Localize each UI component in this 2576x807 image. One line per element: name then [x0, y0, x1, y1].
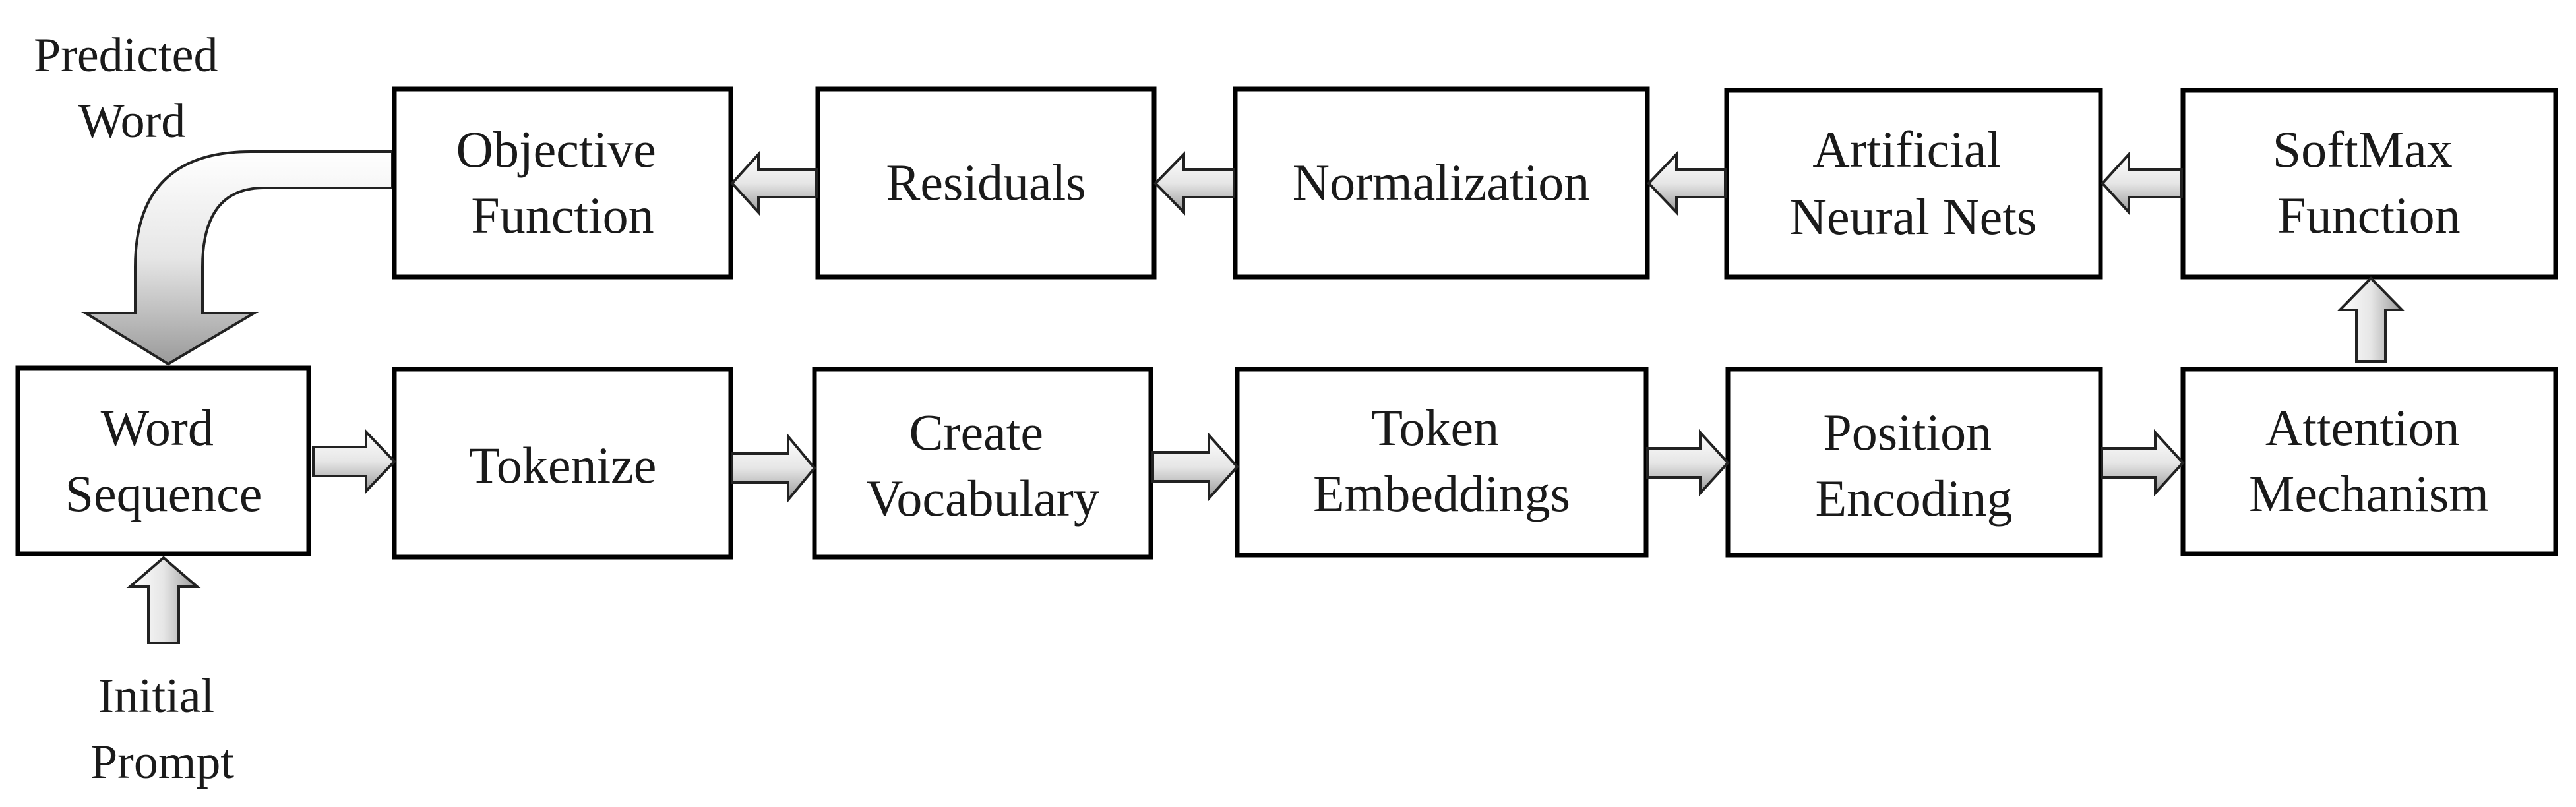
- svg-text:SoftMax Function: SoftMax Function: [2273, 121, 2466, 244]
- box-softmax-function: SoftMax Function: [2180, 88, 2558, 280]
- svg-text:Attention Mechanism: Attention Mechanism: [2249, 399, 2489, 522]
- arrow-softmax-to-artificial-neural-nets: [2101, 150, 2183, 216]
- predicted-word-line2: Word: [78, 94, 186, 148]
- box-artificial-neural-nets: Artificial Neural Nets: [1724, 88, 2103, 280]
- box-create-vocabulary-line2: Vocabulary: [866, 469, 1099, 527]
- box-attention-mechanism-line1: Attention: [2265, 399, 2460, 456]
- box-artificial-neural-nets-line2: Neural Nets: [1790, 188, 2037, 245]
- svg-text:Tokenize: Tokenize: [469, 436, 657, 494]
- box-objective-function: Objective Function: [392, 86, 733, 280]
- box-residuals-label: Residuals: [886, 154, 1086, 211]
- box-tokenize-label: Tokenize: [469, 436, 657, 494]
- box-word-sequence: Word Sequence: [15, 365, 311, 556]
- box-word-sequence-line2: Sequence: [65, 465, 262, 522]
- initial-prompt-label: Initial Prompt: [90, 669, 234, 789]
- svg-text:Normalization: Normalization: [1293, 154, 1590, 211]
- svg-text:Artificial Neural Nets: Artificial Neural Nets: [1790, 121, 2037, 245]
- box-token-embeddings-line2: Embeddings: [1313, 465, 1570, 522]
- arrow-word-sequence-to-tokenize: [312, 429, 396, 494]
- arrow-position-encoding-to-attention-mechanism: [2101, 429, 2185, 497]
- arrow-artificial-neural-nets-to-normalization: [1647, 151, 1727, 216]
- arrow-initial-prompt-to-word-sequence: [126, 556, 201, 644]
- predicted-word-label: Predicted Word: [34, 28, 230, 148]
- svg-text:Token Embeddings: Token Embeddings: [1313, 399, 1570, 522]
- box-normalization-label: Normalization: [1293, 154, 1590, 211]
- svg-text:Create Vocabulary: Create Vocabulary: [866, 404, 1099, 527]
- box-artificial-neural-nets-line1: Artificial: [1812, 121, 2001, 178]
- arrow-attention-to-softmax: [2337, 276, 2405, 363]
- predicted-word-line1: Predicted: [34, 28, 218, 82]
- svg-text:Residuals: Residuals: [886, 154, 1086, 211]
- arrow-normalization-to-residuals: [1153, 151, 1235, 216]
- box-token-embeddings-line1: Token: [1371, 399, 1499, 456]
- box-tokenize: Tokenize: [392, 367, 733, 560]
- arrow-token-embeddings-to-position-encoding: [1646, 429, 1730, 497]
- box-position-encoding: Position Encoding: [1725, 367, 2103, 558]
- box-attention-mechanism-line2: Mechanism: [2249, 465, 2489, 522]
- initial-prompt-line1: Initial: [98, 669, 214, 723]
- box-token-embeddings: Token Embeddings: [1235, 367, 1649, 558]
- box-word-sequence-line1: Word: [101, 399, 214, 456]
- box-create-vocabulary-line1: Create: [909, 404, 1043, 461]
- box-create-vocabulary: Create Vocabulary: [812, 367, 1153, 560]
- box-objective-function-line1: Objective: [456, 121, 656, 178]
- box-position-encoding-line2: Encoding: [1816, 469, 2013, 527]
- svg-text:Objective Function: Objective Function: [456, 121, 669, 244]
- arrow-tokenize-to-create-vocabulary: [731, 433, 816, 504]
- box-normalization: Normalization: [1233, 86, 1650, 280]
- box-position-encoding-line1: Position: [1823, 404, 1992, 461]
- box-attention-mechanism: Attention Mechanism: [2180, 367, 2558, 556]
- initial-prompt-line2: Prompt: [90, 735, 234, 789]
- arrow-create-vocabulary-to-token-embeddings: [1151, 431, 1239, 502]
- box-softmax-function-line2: Function: [2277, 187, 2460, 244]
- svg-text:Position Encoding: Position Encoding: [1816, 404, 2013, 527]
- svg-text:Word Sequence: Word Sequence: [65, 399, 262, 522]
- return-arrow: [80, 150, 394, 366]
- box-softmax-function-line1: SoftMax: [2273, 121, 2453, 178]
- box-residuals: Residuals: [815, 86, 1157, 280]
- box-objective-function-line2: Function: [471, 187, 654, 244]
- arrow-residuals-to-objective-function: [730, 150, 818, 216]
